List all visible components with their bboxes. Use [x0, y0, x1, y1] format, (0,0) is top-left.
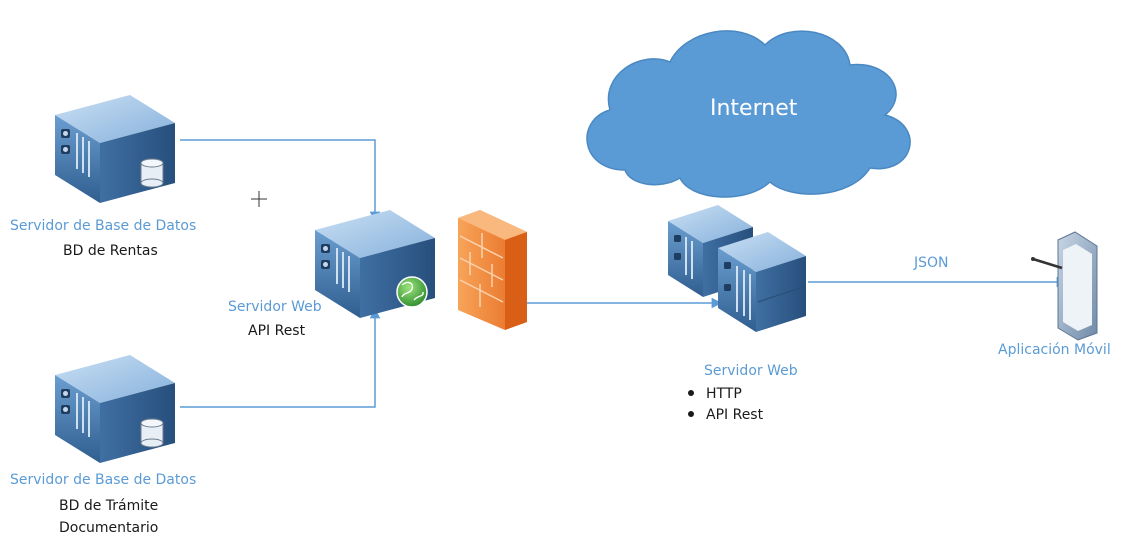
cloud-icon [586, 30, 911, 198]
bullet-dot-icon [688, 411, 694, 417]
globe-icon [396, 276, 428, 308]
bullet-text: API Rest [706, 407, 764, 423]
mobile-app-title: Aplicación Móvil [998, 342, 1111, 358]
web-server-public-bullets: HTTP API Rest [688, 384, 763, 426]
db-server-top-subtitle: BD de Rentas [63, 243, 158, 259]
connector-db-rentas-to-web-server [180, 139, 381, 223]
web-server-internal-subtitle: API Rest [248, 323, 306, 339]
server-cluster-icon [668, 205, 807, 332]
cloud-label: Internet [710, 96, 798, 121]
cursor-crosshair-icon [251, 191, 267, 207]
bullet-item: API Rest [688, 405, 763, 426]
db-server-bottom-subtitle-line2: Documentario [59, 520, 159, 536]
connector-db-tramite-to-web-server [180, 307, 381, 408]
database-server-icon [55, 355, 175, 463]
connectors [180, 139, 1068, 408]
db-server-bottom-subtitle-line1: BD de Trámite [59, 498, 159, 514]
db-server-top-title: Servidor de Base de Datos [10, 218, 197, 234]
db-server-bottom-title: Servidor de Base de Datos [10, 472, 197, 488]
firewall-icon [458, 210, 527, 330]
bullet-item: HTTP [688, 384, 763, 405]
connection-json-label: JSON [914, 255, 949, 271]
bullet-dot-icon [688, 390, 694, 396]
mobile-device-icon [1031, 231, 1098, 341]
bullet-text: HTTP [706, 386, 742, 402]
web-server-internal-title: Servidor Web [228, 299, 322, 315]
database-server-icon [55, 95, 175, 203]
web-server-public-title: Servidor Web [704, 363, 798, 379]
